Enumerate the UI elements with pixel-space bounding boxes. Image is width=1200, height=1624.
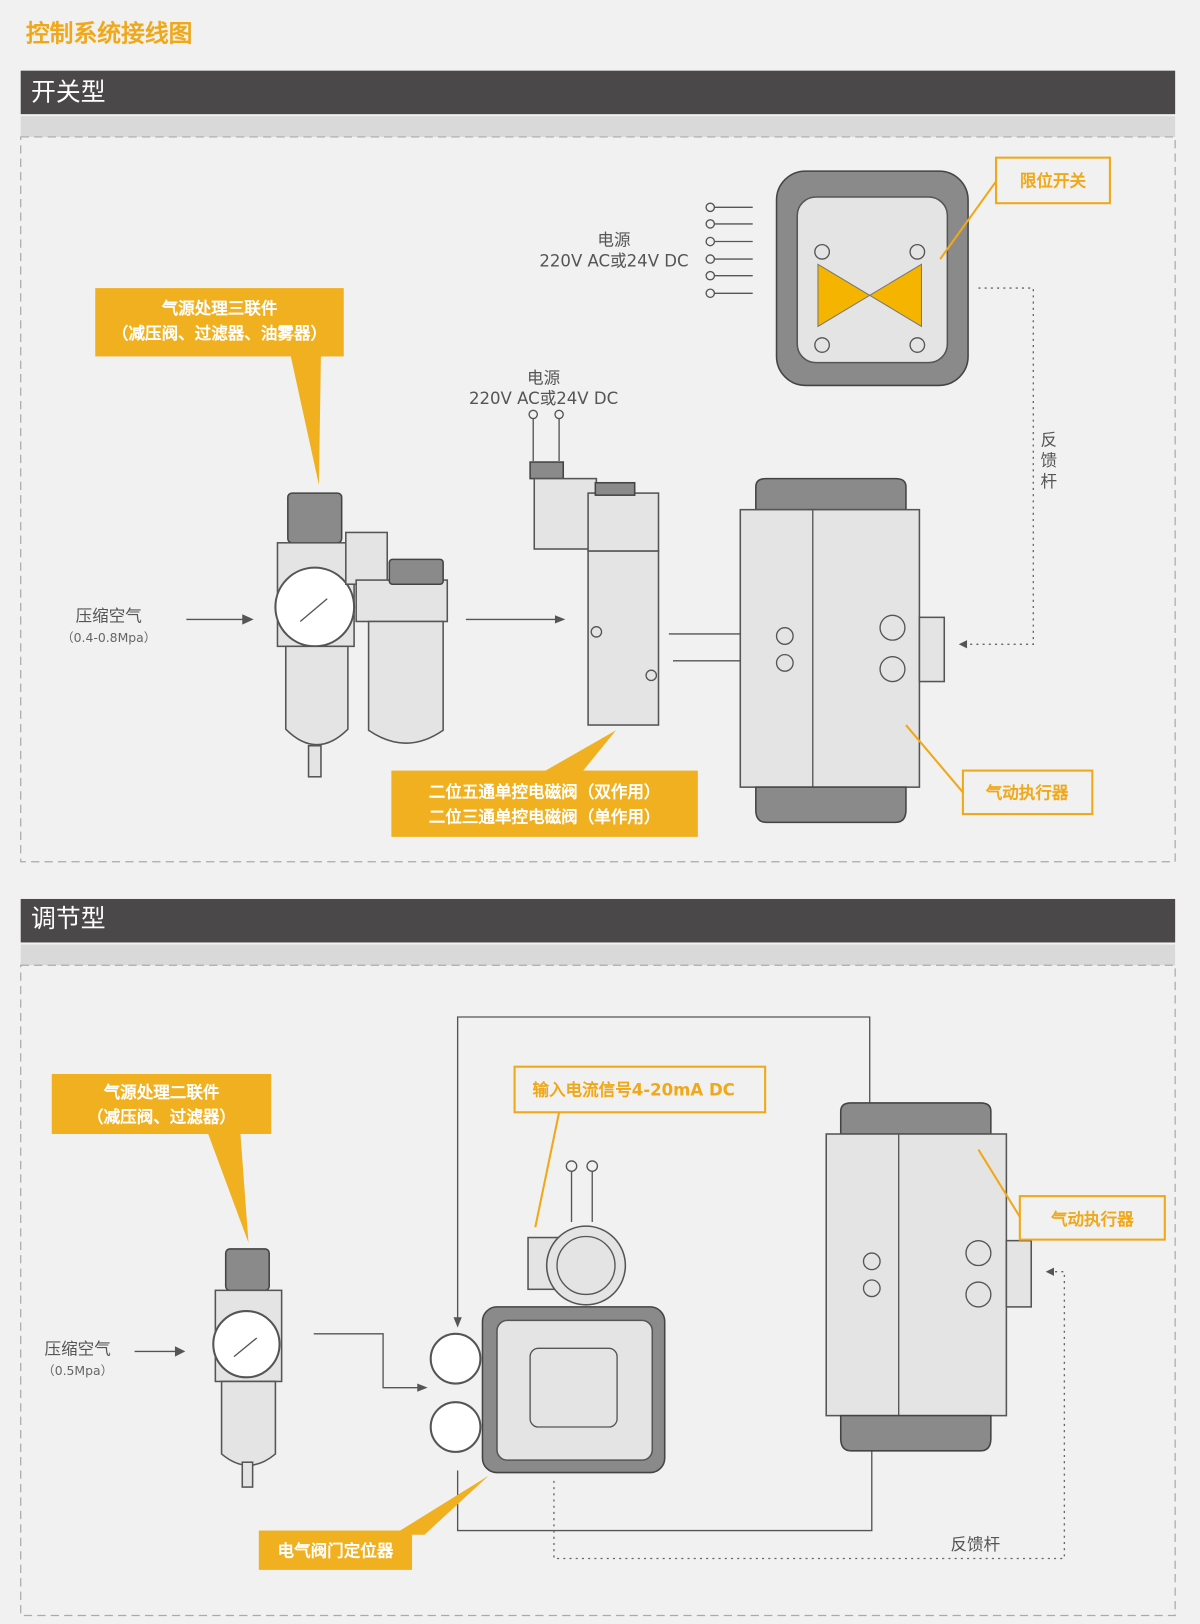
arrow-icon bbox=[134, 1346, 186, 1357]
section-frame bbox=[20, 136, 1176, 863]
svg-text:馈: 馈 bbox=[1041, 451, 1058, 470]
svg-text:二位三通单控电磁阀（单作用）: 二位三通单控电磁阀（单作用） bbox=[429, 806, 661, 826]
frl-callout: 气源处理三联件 （减压阀、过滤器、油雾器） bbox=[95, 288, 344, 485]
svg-text:气动执行器: 气动执行器 bbox=[985, 783, 1069, 803]
feedback-rod-line bbox=[958, 287, 1034, 649]
frl-unit bbox=[274, 492, 449, 778]
positioner-callout: 电气阀门定位器 bbox=[258, 1475, 489, 1570]
svg-text:输入电流信号4-20mA DC: 输入电流信号4-20mA DC bbox=[532, 1080, 734, 1100]
pressure-gauge-icon bbox=[429, 1401, 482, 1453]
terminal-lines bbox=[705, 202, 753, 299]
feedback-label: 反馈杆 bbox=[950, 1535, 1000, 1554]
svg-text:限位开关: 限位开关 bbox=[1020, 171, 1087, 191]
pneumatic-actuator bbox=[825, 1102, 1033, 1452]
section-frame bbox=[20, 964, 1176, 1617]
svg-text:（减压阀、过滤器）: （减压阀、过滤器） bbox=[87, 1107, 236, 1127]
svg-text:（减压阀、过滤器、油雾器）: （减压阀、过滤器、油雾器） bbox=[112, 323, 327, 343]
svg-text:气源处理三联件: 气源处理三联件 bbox=[161, 298, 278, 318]
arrow-icon bbox=[465, 615, 566, 624]
switch-power-spec: 220V AC或24V DC bbox=[539, 251, 688, 270]
section-heading: 调节型 bbox=[31, 904, 106, 933]
signal-callout: 输入电流信号4-20mA DC bbox=[513, 1065, 767, 1228]
pressure-gauge-icon bbox=[274, 566, 356, 648]
section-regulating-type: 调节型 气源处理二联件 （减压阀、过滤器） 压缩空气 （0.5Mpa） 输入电流 bbox=[20, 898, 1176, 1617]
limit-switch-callout: 限位开关 bbox=[939, 156, 1111, 260]
section-header-bar bbox=[20, 898, 1176, 943]
valve-positioner bbox=[429, 1160, 666, 1474]
switch-power-label: 电源 bbox=[597, 231, 630, 250]
section-header-bar bbox=[20, 70, 1176, 115]
pressure-gauge-icon bbox=[429, 1332, 482, 1385]
actuator-callout: 气动执行器 bbox=[905, 724, 1094, 816]
air-pressure: （0.5Mpa） bbox=[42, 1363, 113, 1378]
valve-power-spec: 220V AC或24V DC bbox=[469, 389, 618, 408]
section-switch-type: 开关型 气源处理三联件 （减压阀、过滤器、油雾器） 压缩空气 （0.4-0.8M… bbox=[20, 70, 1176, 863]
valve-callout: 二位五通单控电磁阀（双作用） 二位三通单控电磁阀（单作用） bbox=[391, 730, 698, 837]
air-label: 压缩空气 bbox=[45, 1340, 111, 1359]
section-heading: 开关型 bbox=[31, 78, 106, 107]
feedback-label: 反 bbox=[1041, 430, 1058, 449]
svg-text:气源处理二联件: 气源处理二联件 bbox=[103, 1082, 220, 1102]
air-pressure: （0.4-0.8Mpa） bbox=[61, 630, 156, 645]
svg-text:杆: 杆 bbox=[1041, 472, 1058, 491]
fr-unit bbox=[212, 1248, 283, 1488]
pressure-gauge-icon bbox=[212, 1310, 281, 1379]
page-title: 控制系统接线图 bbox=[26, 20, 193, 48]
pneumatic-actuator bbox=[739, 477, 946, 824]
valve-power-label: 电源 bbox=[527, 368, 560, 387]
limit-switch bbox=[775, 170, 969, 387]
actuator-callout: 气动执行器 bbox=[977, 1148, 1166, 1241]
svg-text:电气阀门定位器: 电气阀门定位器 bbox=[278, 1540, 394, 1560]
solenoid-valve bbox=[528, 409, 660, 726]
air-label: 压缩空气 bbox=[76, 606, 142, 625]
svg-text:二位五通单控电磁阀（双作用）: 二位五通单控电磁阀（双作用） bbox=[429, 782, 661, 802]
svg-text:气动执行器: 气动执行器 bbox=[1050, 1209, 1134, 1229]
fr-callout: 气源处理二联件 （减压阀、过滤器） bbox=[51, 1073, 272, 1243]
feedback-rod-line bbox=[553, 1267, 1066, 1560]
arrow-icon bbox=[186, 614, 254, 625]
